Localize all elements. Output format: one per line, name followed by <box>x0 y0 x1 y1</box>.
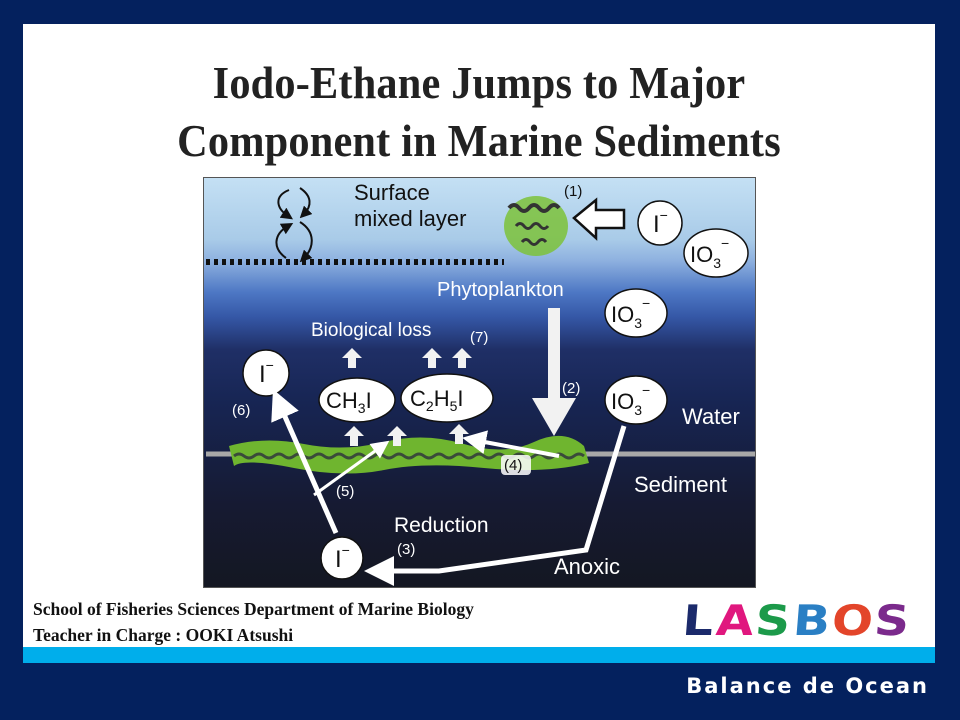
step-3-arrow <box>364 425 627 586</box>
step-1-label: (1) <box>564 183 582 200</box>
sinking-arrow-icon <box>532 308 576 436</box>
tagline: Balance de Ocean <box>686 674 929 698</box>
emission-arrows-icon <box>344 424 469 446</box>
step-4-label: (4) <box>504 457 522 474</box>
iodate-mid-node: IO3− <box>604 288 668 338</box>
mixed-layer-label: mixed layer <box>354 206 466 231</box>
teacher-text: Teacher in Charge : OOKI Atsushi <box>33 625 294 645</box>
iodide-sediment-node: I− <box>320 536 364 580</box>
step-4-arrow <box>462 430 560 458</box>
footer-credits: School of Fisheries Sciences Department … <box>33 596 474 648</box>
logo-letter-a: A <box>714 596 759 645</box>
iodide-surface-node: I− <box>637 200 683 246</box>
logo-letter-b: B <box>790 596 836 645</box>
logo-letter-o: O <box>829 596 879 645</box>
step-7-label: (7) <box>470 329 488 346</box>
svg-text:IO3−: IO3− <box>611 295 650 331</box>
title-line-1: Iodo-Ethane Jumps to Major <box>212 57 746 108</box>
accent-bar <box>23 647 935 663</box>
sediment-label: Sediment <box>634 472 727 497</box>
department-text: School of Fisheries Sciences Department … <box>33 599 474 619</box>
water-label: Water <box>682 404 740 429</box>
svg-text:IO3−: IO3− <box>690 235 729 271</box>
loss-arrows-icon <box>342 348 472 368</box>
logo-letter-s2: S <box>872 596 915 645</box>
title-line-2: Component in Marine Sediments <box>177 115 781 166</box>
logo-letter-l: L <box>680 596 719 645</box>
step-5-label: (5) <box>336 483 354 500</box>
phytoplankton-label: Phytoplankton <box>437 279 564 301</box>
svg-text:I−: I− <box>335 542 350 573</box>
step-3-label: (3) <box>397 541 415 558</box>
phytoplankton-icon <box>504 196 568 256</box>
surface-label: Surface <box>354 180 430 205</box>
iodate-surface-node: IO3− <box>683 228 749 278</box>
reduction-label: Reduction <box>394 514 489 537</box>
svg-text:IO3−: IO3− <box>611 382 650 418</box>
step-2-label: (2) <box>562 380 580 397</box>
iodine-cycle-diagram: Surface mixed layer (1) I− IO3− <box>203 177 756 588</box>
mixing-arrows-icon <box>275 187 313 263</box>
anoxic-label: Anoxic <box>554 554 620 579</box>
step-5-arrow <box>313 440 390 497</box>
step-6-arrow <box>271 389 339 535</box>
logo-letter-s: S <box>753 596 796 645</box>
svg-text:I−: I− <box>653 207 668 238</box>
microbial-mat-icon <box>229 435 589 474</box>
svg-text:C2H5I: C2H5I <box>410 386 464 414</box>
slide-panel: Iodo-Ethane Jumps to Major Component in … <box>23 24 935 663</box>
slide-title: Iodo-Ethane Jumps to Major Component in … <box>59 54 898 170</box>
biological-loss-label: Biological loss <box>311 320 431 341</box>
lasbos-logo: L A S B O S <box>681 596 915 645</box>
ethyl-iodide-node: C2H5I <box>400 373 494 423</box>
uptake-arrow-icon <box>572 197 626 241</box>
step-6-label: (6) <box>232 402 250 419</box>
svg-text:CH3I: CH3I <box>326 388 372 416</box>
methyl-iodide-node: CH3I <box>318 377 396 423</box>
iodide-water-node: I− <box>242 349 290 397</box>
iodate-water-node: IO3− <box>604 375 668 425</box>
svg-text:I−: I− <box>259 357 274 388</box>
